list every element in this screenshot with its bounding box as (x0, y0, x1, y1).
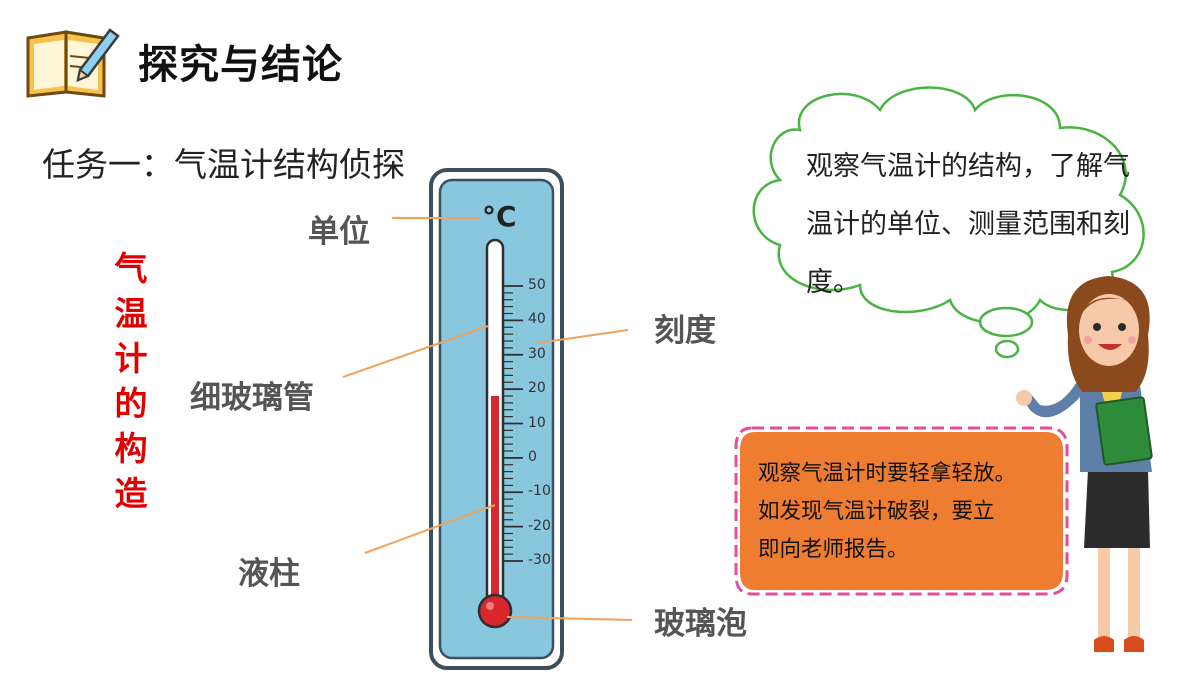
page-title: 探究与结论 (138, 42, 343, 88)
note-line: 即向老师报告。 (758, 537, 909, 562)
label-unit: 单位 (308, 214, 370, 250)
note-text: 观察气温计时要轻拿轻放。 如发现气温计破裂，要立 即向老师报告。 (758, 455, 1058, 569)
scale-ticks (503, 285, 523, 562)
leader-lines (342, 217, 633, 621)
vertical-title-char: 温 (114, 294, 148, 333)
vertical-title-char: 气 (114, 249, 148, 288)
label-liquid-column: 液柱 (238, 556, 300, 592)
teacher-with-book-icon (1016, 276, 1153, 652)
warning-note (734, 426, 1069, 596)
unit-symbol: °C (482, 200, 517, 233)
thermometer (429, 168, 564, 670)
notebook-pencil-icon (26, 28, 120, 98)
glass-bulb (477, 593, 513, 629)
liquid-column (491, 396, 499, 610)
vertical-title-char: 计 (114, 339, 148, 378)
label-bulb: 玻璃泡 (654, 606, 747, 642)
vertical-title-char: 的 (114, 384, 148, 423)
scale-label: 30 (528, 345, 546, 362)
scale-label: 40 (528, 311, 546, 328)
vertical-title-char: 造 (114, 474, 148, 513)
scale-label: -30 (528, 552, 551, 568)
vertical-title: 气 温 计 的 构 造 (106, 246, 156, 516)
scale-label: 10 (528, 414, 546, 431)
scale-label: -20 (528, 517, 551, 534)
note-line: 观察气温计时要轻拿轻放。 (758, 461, 1017, 486)
scale-label: -10 (528, 483, 551, 500)
label-scale: 刻度 (654, 313, 716, 349)
scale-label: 20 (528, 380, 546, 397)
note-line: 如发现气温计破裂，要立 (758, 499, 995, 524)
scale-label: 0 (528, 448, 537, 465)
task-title: 任务一：气温计结构侦探 (42, 145, 405, 184)
scale-label: 50 (528, 277, 546, 293)
label-glass-tube: 细玻璃管 (190, 380, 314, 416)
cloud-text: 观察气温计的结构，了解气温计的单位、测量范围和刻度。 (806, 151, 1130, 298)
vertical-title-char: 构 (114, 429, 148, 468)
